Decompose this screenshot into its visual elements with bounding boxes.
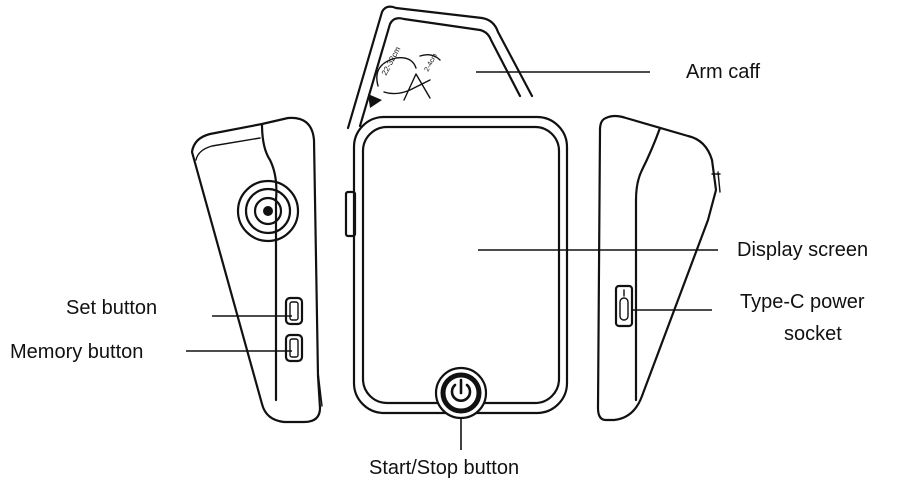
arm-cuff: 22-32cm 2-4cm bbox=[346, 5, 534, 130]
arm-cuff-label: Arm caff bbox=[686, 61, 761, 83]
start-stop-button[interactable] bbox=[434, 366, 488, 420]
air-port-icon bbox=[236, 179, 300, 243]
type-c-label-line1: Type-C power bbox=[740, 291, 865, 313]
display-screen-label: Display screen bbox=[737, 239, 868, 261]
right-side-device bbox=[596, 114, 721, 422]
left-side-device bbox=[190, 116, 323, 424]
triangle-arrow-icon bbox=[368, 94, 382, 108]
memory-button[interactable] bbox=[284, 333, 304, 363]
power-icon bbox=[450, 378, 472, 402]
type-c-label-line2: socket bbox=[784, 323, 842, 345]
front-device bbox=[344, 115, 569, 420]
leader-lines bbox=[186, 71, 718, 450]
start-stop-label: Start/Stop button bbox=[369, 457, 519, 479]
memory-button-label: Memory button bbox=[10, 341, 143, 363]
set-button-label: Set button bbox=[66, 297, 157, 319]
type-c-power-socket[interactable] bbox=[614, 284, 634, 328]
set-button[interactable] bbox=[284, 296, 304, 326]
